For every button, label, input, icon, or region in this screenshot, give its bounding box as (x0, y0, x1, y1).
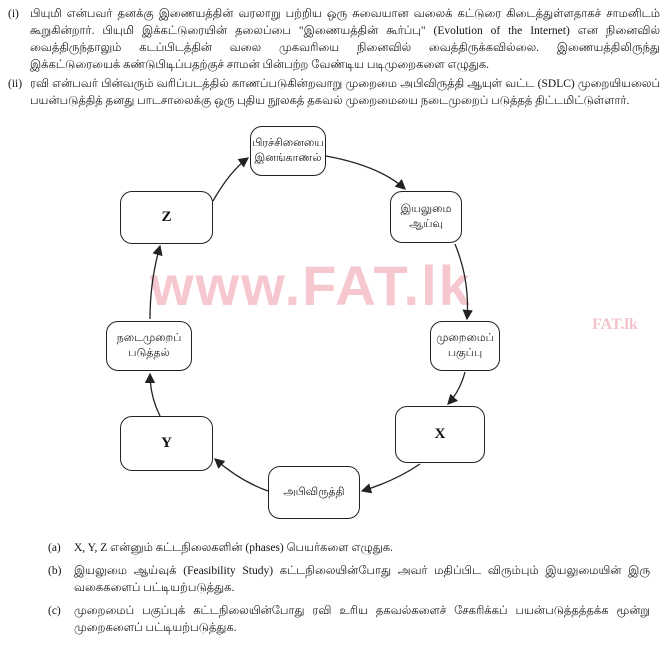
subquestion-text: X, Y, Z என்னும் கட்டநிலைகளின் (phases) ப… (74, 542, 393, 554)
question-number: (i) (8, 8, 19, 20)
question-text: பியுமி என்பவர் தனக்கு இணையத்தின் வரலாறு … (30, 8, 660, 71)
phase-development: அபிவிருத்தி (268, 466, 360, 519)
question-text: ரவி என்பவர் பின்வரும் வரிப்படத்தில் காணப… (30, 78, 660, 107)
phase-x: X (395, 406, 485, 463)
phase-feasibility-study: இயலுமை ஆய்வு (390, 191, 462, 243)
arrow (454, 243, 473, 321)
subquestion-number: (a) (48, 542, 61, 554)
subquestion-number: (b) (48, 565, 62, 577)
question-number: (ii) (8, 78, 23, 90)
arrow (149, 244, 163, 320)
subquestion-a: (a) X, Y, Z என்னும் கட்டநிலைகளின் (phase… (48, 540, 650, 557)
sdlc-cycle-arrows (144, 155, 473, 494)
watermark: www.FAT.lk (150, 254, 472, 317)
subquestions: (a) X, Y, Z என்னும் கட்டநிலைகளின் (phase… (0, 526, 670, 649)
phase-problem-identification: பிரச்சினையை இனங்காணல் (250, 126, 326, 176)
subquestion-text: முறைமைப் பகுப்புக் கட்டநிலையின்போது ரவி … (74, 605, 650, 634)
arrow (360, 463, 421, 494)
question-ii: (ii) ரவி என்பவர் பின்வரும் வரிப்படத்தில்… (8, 76, 660, 110)
arrow (212, 157, 250, 202)
watermark-small: FAT.lk (592, 316, 638, 333)
subquestion-text: இயலுமை ஆய்வுக் (Feasibility Study) கட்டந… (74, 565, 650, 594)
subquestion-b: (b) இயலுமை ஆய்வுக் (Feasibility Study) க… (48, 563, 650, 597)
phase-system-analysis: முறைமைப் பகுப்பு (430, 321, 500, 371)
phase-z: Z (120, 191, 213, 244)
subquestion-number: (c) (48, 605, 61, 617)
phase-y: Y (120, 416, 213, 471)
arrow (144, 372, 161, 417)
phase-implementation: நடைமுறைப் படுத்தல் (106, 321, 192, 371)
arrow (214, 458, 269, 492)
subquestion-c: (c) முறைமைப் பகுப்புக் கட்டநிலையின்போது … (48, 603, 650, 637)
question-i: (i) பியுமி என்பவர் தனக்கு இணையத்தின் வரல… (8, 6, 660, 74)
arrow (325, 155, 406, 190)
arrow (447, 371, 466, 405)
sdlc-diagram: www.FAT.lk FAT.lk பிரச்சினையை இனங்காணல் … (0, 116, 670, 526)
